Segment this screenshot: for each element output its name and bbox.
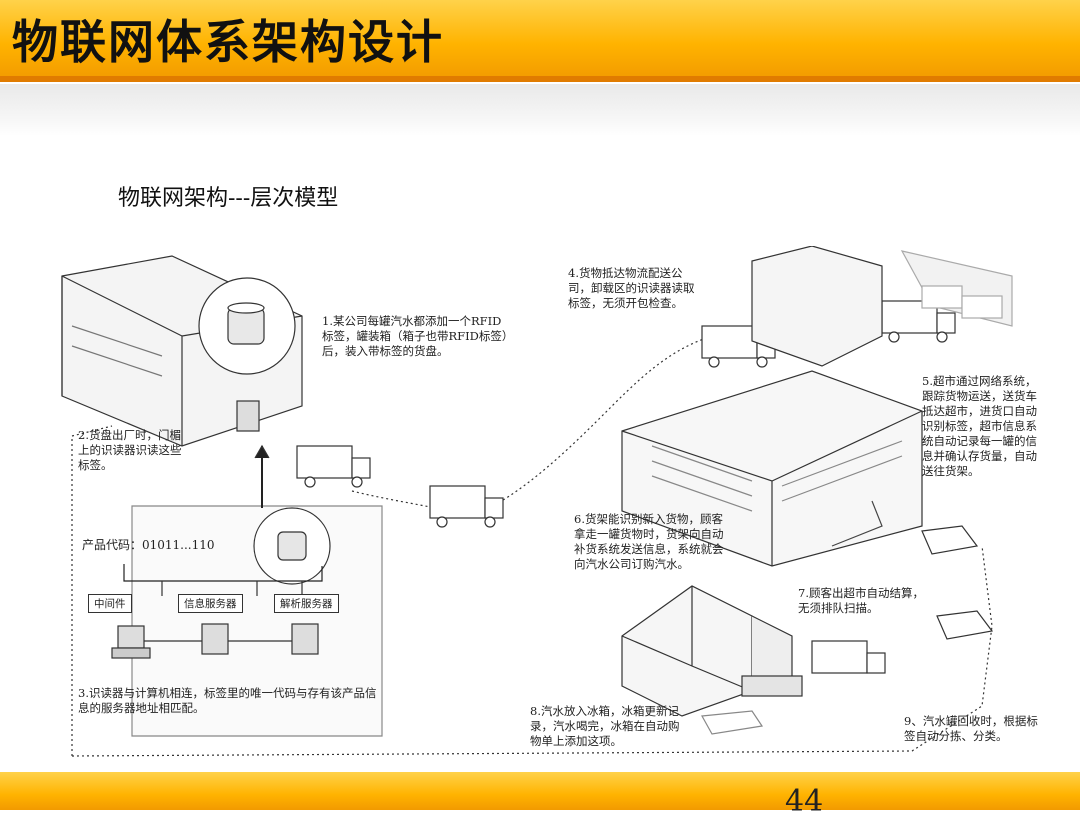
page-number: 44 <box>785 784 824 819</box>
step9-text: 9、汽水罐回收时，根据标签自动分拣、分类。 <box>904 714 1038 743</box>
step7-text: 7.顾客出超市自动结算，无须排队扫描。 <box>798 586 924 615</box>
slide-subtitle: 物联网架构---层次模型 <box>118 186 339 211</box>
step5-text: 5.超市通过网络系统，跟踪货物运送，送货车抵达超市，进货口自动识别标签，超市信息… <box>922 374 1037 478</box>
title-bar: 物联网体系架构设计 <box>0 0 1080 82</box>
footer-gap <box>0 766 1080 774</box>
title-underline <box>0 76 1080 82</box>
step3-text: 3.识读器与计算机相连，标签里的唯一代码与存有该产品信息的服务器地址相匹配。 <box>78 686 377 715</box>
slide-title: 物联网体系架构设计 <box>12 15 444 69</box>
header-band <box>0 84 1080 136</box>
server-resolver: 解析服务器 <box>274 594 339 613</box>
step2-text: 2.货盘出厂时，门楣上的识读器识读这些标签。 <box>78 428 182 472</box>
server-middleware: 中间件 <box>88 594 132 613</box>
step6-text: 6.货架能识别新入货物，顾客拿走一罐货物时，货架向自动补货系统发送信息，系统就会… <box>574 512 724 571</box>
step1-text: 1.某公司每罐汽水都添加一个RFID标签，罐装箱（箱子也带RFID标签）后，装入… <box>322 314 508 358</box>
step4-text: 4.货物抵达物流配送公司，卸载区的识读器读取标签，无须开包检查。 <box>568 266 695 310</box>
footer-bar <box>0 772 1080 810</box>
step8-text: 8.汽水放入冰箱，冰箱更新记录，汽水喝完，冰箱在自动购物单上添加这项。 <box>530 704 680 748</box>
iot-architecture-diagram: 1.某公司每罐汽水都添加一个RFID标签，罐装箱（箱子也带RFID标签）后，装入… <box>52 246 1042 766</box>
diagram-illustration <box>61 246 1013 757</box>
server-info: 信息服务器 <box>178 594 243 613</box>
product-code: 产品代码：01011...110 <box>82 538 215 552</box>
